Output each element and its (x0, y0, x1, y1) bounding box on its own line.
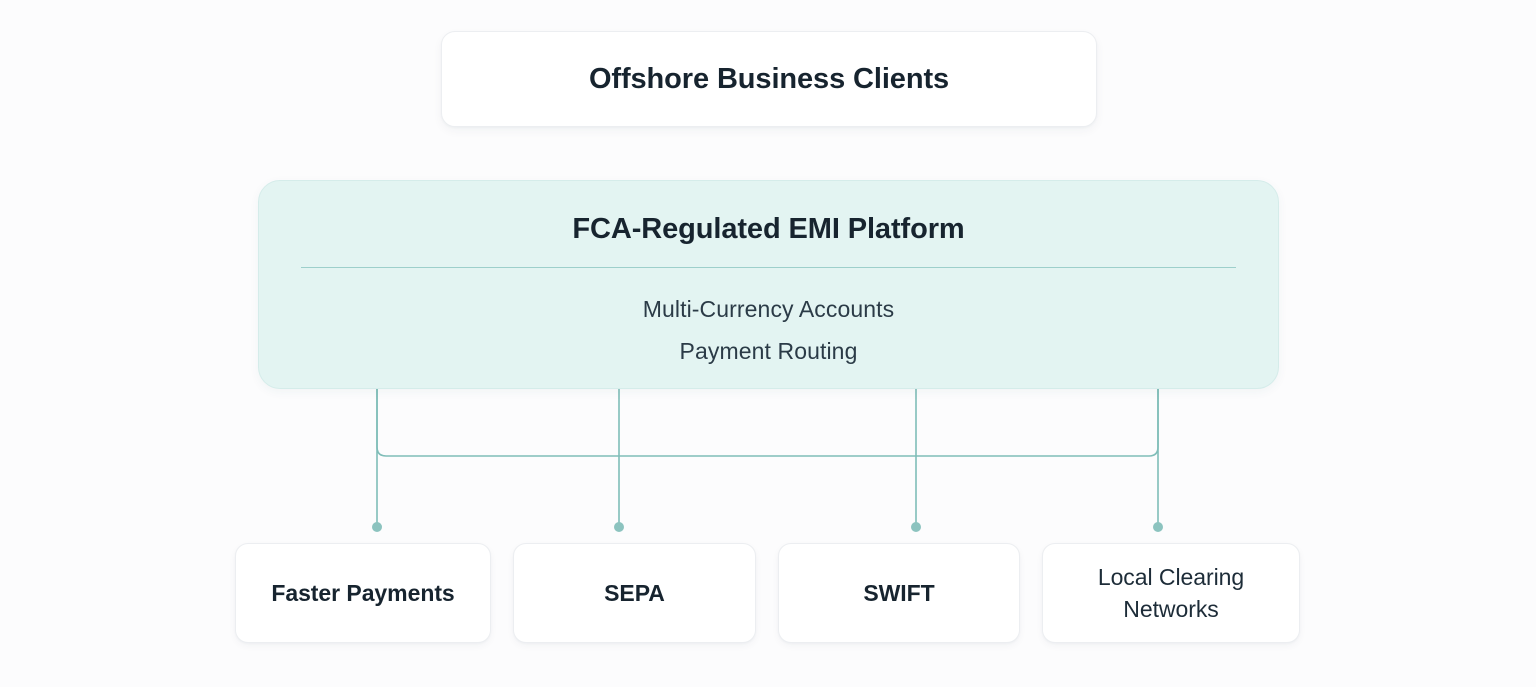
network-node-label: Local Clearing Networks (1088, 561, 1254, 625)
platform-service-item: Payment Routing (679, 338, 858, 364)
network-node-label-line: Local Clearing (1097, 564, 1245, 590)
platform-divider (301, 267, 1236, 268)
node-faster-payments[interactable]: Faster Payments (235, 543, 491, 643)
connector-endpoint-dot-0 (372, 522, 382, 532)
network-node-label: SWIFT (863, 580, 935, 606)
platform-title: FCA-Regulated EMI Platform (572, 213, 965, 245)
network-node-label: SEPA (604, 580, 665, 606)
node-local-clearing-networks[interactable]: Local Clearing Networks (1042, 543, 1300, 643)
offshore-business-clients-label: Offshore Business Clients (588, 62, 950, 95)
node-swift[interactable]: SWIFT (778, 543, 1020, 643)
platform-service-item: Multi-Currency Accounts (642, 296, 895, 322)
network-node-label-line: Networks (1123, 596, 1219, 622)
network-node-label: Faster Payments (271, 580, 455, 606)
node-sepa[interactable]: SEPA (513, 543, 756, 643)
connector-endpoint-dot-1 (614, 522, 624, 532)
platform-services-list: Multi-Currency Accounts Payment Routing (259, 288, 1278, 372)
node-fca-regulated-emi-platform[interactable]: FCA-Regulated EMI Platform Multi-Currenc… (258, 180, 1279, 389)
connector-bus-path (376, 388, 1159, 457)
node-offshore-business-clients[interactable]: Offshore Business Clients (441, 31, 1097, 127)
connector-endpoint-dot-3 (1153, 522, 1163, 532)
connector-endpoint-dot-2 (911, 522, 921, 532)
